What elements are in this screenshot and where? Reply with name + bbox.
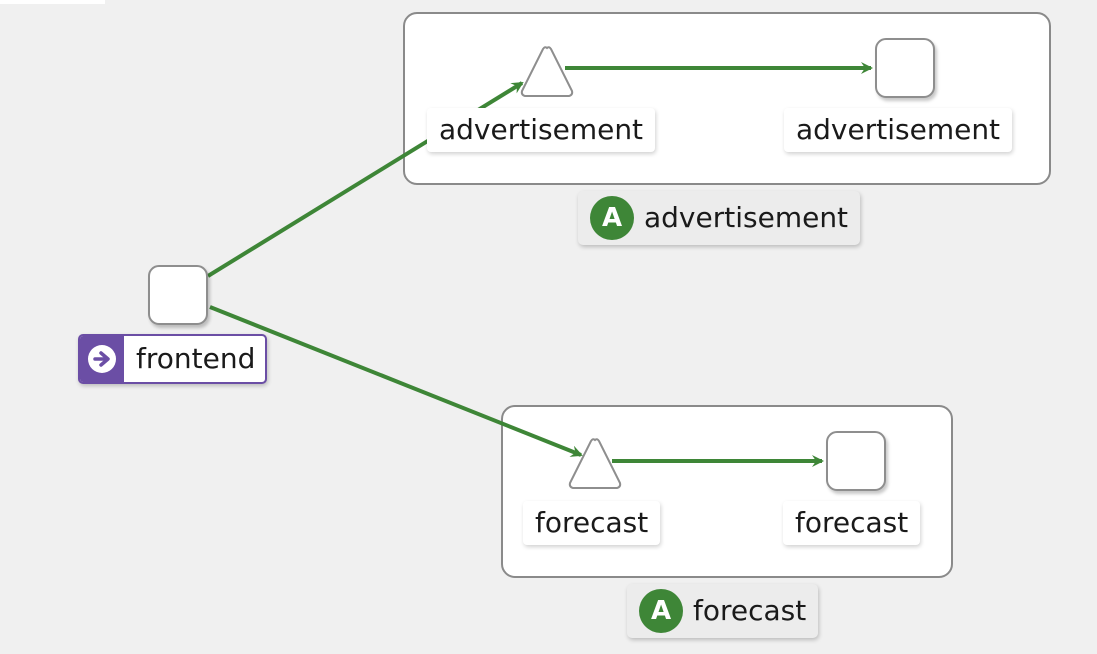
app-badge: A xyxy=(590,196,634,240)
frontend-label-text: frontend xyxy=(136,342,256,375)
app-badge: A xyxy=(639,589,683,633)
arrow-right-circle-icon xyxy=(80,336,124,382)
forecast-workload-label: forecast xyxy=(783,501,921,545)
advertisement-service-label: advertisement xyxy=(427,108,656,152)
forecast-service-node[interactable] xyxy=(566,436,624,492)
app-label-forecast[interactable]: A forecast xyxy=(627,584,819,638)
frontend-label[interactable]: frontend xyxy=(78,334,268,384)
app-label-text: forecast xyxy=(693,594,807,627)
frontend-workload-node[interactable] xyxy=(148,265,208,325)
edge-frontend-to-forecast[interactable] xyxy=(209,305,583,457)
top-strip xyxy=(0,0,105,4)
advertisement-service-node[interactable] xyxy=(518,44,576,100)
app-label-text: advertisement xyxy=(644,201,849,234)
forecast-workload-node[interactable] xyxy=(826,431,886,491)
app-box-advertisement[interactable] xyxy=(403,12,1051,185)
forecast-service-label: forecast xyxy=(523,501,661,545)
advertisement-workload-label: advertisement xyxy=(784,108,1013,152)
app-label-advertisement[interactable]: A advertisement xyxy=(578,191,861,245)
advertisement-workload-node[interactable] xyxy=(875,38,935,98)
